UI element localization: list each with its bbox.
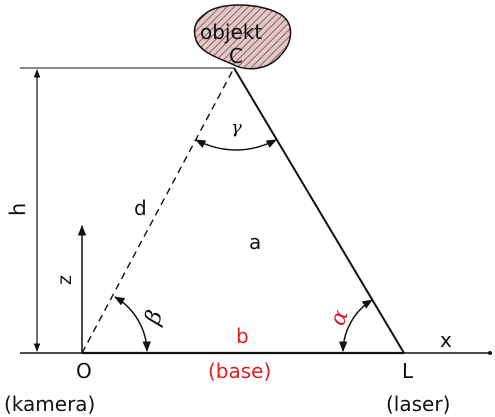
side-d-dashed [81,67,235,354]
laser-label: (laser) [386,392,450,416]
object-label: objekt [200,20,262,44]
x-axis-label: x [440,328,452,352]
point-l-label: L [402,359,414,383]
base-label: (base) [208,359,271,383]
x-axis-end-dot [488,351,492,355]
point-o-label: O [76,359,92,383]
gamma-angle-arc [195,139,277,151]
alpha-angle-arc [339,299,373,353]
alpha-label: α [325,306,354,329]
object-shape [193,4,292,70]
side-d-label: d [134,196,147,220]
side-b-label: b [236,324,249,348]
gamma-label: γ [231,117,242,138]
beta-label: β [140,307,168,328]
side-a-line [233,67,405,354]
side-a-label: a [249,230,261,254]
camera-label: (kamera) [4,392,95,416]
point-c-label: C [229,44,243,68]
h-label: h [6,203,30,216]
beta-angle-arc [114,296,151,353]
z-axis-label: z [54,275,76,285]
